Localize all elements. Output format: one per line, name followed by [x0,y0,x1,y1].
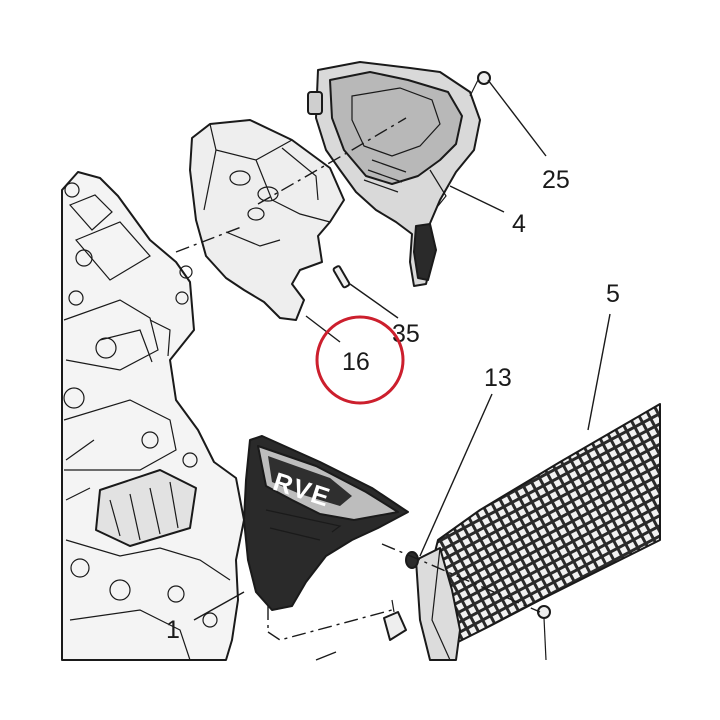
callout-16: 16 [342,348,370,376]
part-5-mesh-grille [415,403,661,661]
screw-bottom-right [537,605,551,661]
part-35-pin [332,265,351,289]
highlight-circle-16 [315,315,405,405]
engine-block [61,171,245,661]
callout-25: 25 [542,166,570,194]
assembly-lines [175,117,541,641]
callout-1: 1 [166,616,180,644]
part-25-screw [469,71,491,97]
callout-labels: 25 4 5 35 16 13 1 [166,166,620,644]
callout-35: 35 [392,320,420,348]
clip-bottom [383,599,407,641]
callout-4: 4 [512,210,526,238]
leader-lines [193,79,611,661]
callout-5: 5 [606,280,620,308]
part-16-foam-block [189,119,345,321]
part-4-cover-bracket [307,61,481,287]
callout-13: 13 [484,364,512,392]
part-1-front-panel: RVE [243,435,409,611]
